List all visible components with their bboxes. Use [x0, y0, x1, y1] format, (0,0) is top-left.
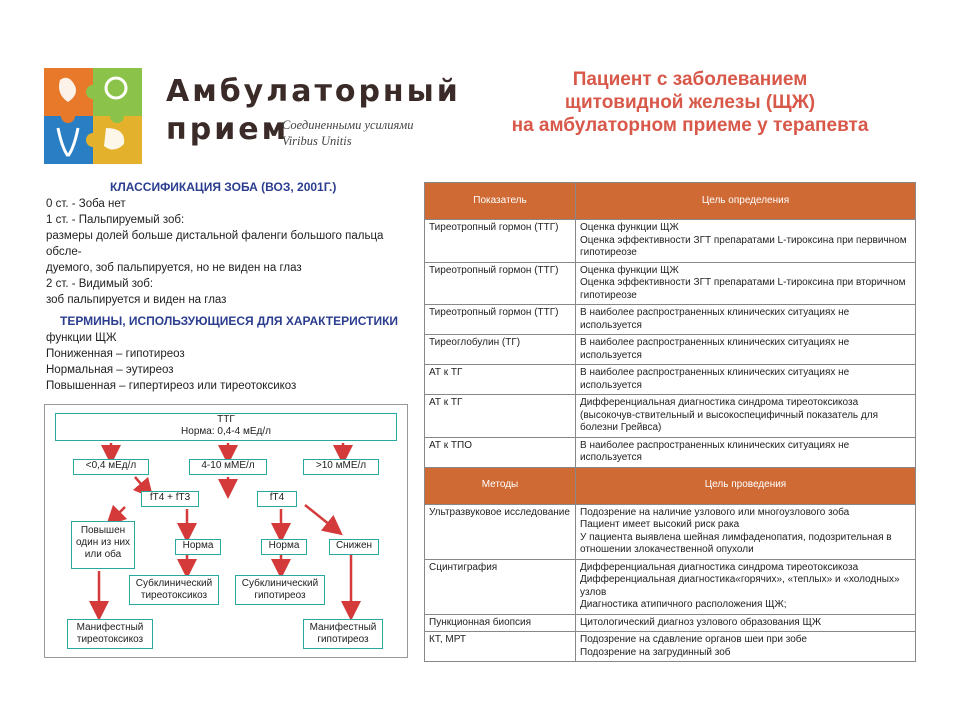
classification-heading: Классификация зоба (ВОЗ, 2001г.) — [110, 180, 337, 194]
table-cell-purpose: Дифференциальная диагностика синдрома ти… — [575, 558, 916, 615]
table-cell-indicator: АТ к ТПО — [424, 436, 576, 468]
classification-line: 0 ст. - Зоба нет — [46, 198, 126, 210]
arrow — [132, 476, 154, 499]
table-cell-purpose: Оценка функции ЩЖ Оценка эффективности З… — [575, 261, 916, 305]
table-cell-indicator: Тиреотропный гормон (ТТГ) — [424, 261, 576, 305]
table-cell-purpose: В наиболее распространенных клинических … — [575, 334, 916, 365]
slide-title-line: Пациент с заболеванием — [572, 69, 808, 90]
ft4-box: fT4 — [257, 491, 297, 507]
flowchart-arrows — [89, 443, 361, 621]
table-cell-indicator: Ультразвуковое исследование — [424, 503, 576, 560]
ft4-ft3-box: fT4 + fT3 — [141, 491, 199, 507]
table-cell-purpose: Подозрение на сдавление органов шеи при … — [575, 631, 916, 662]
slide-title-line: щитовидной железы (ЩЖ) — [564, 92, 816, 113]
norma-range-label: Норма: 0,4-4 мЕд/л — [181, 426, 271, 437]
manifest-hypothyroidism-box: Манифестный гипотиреоз — [303, 619, 383, 649]
logo-title-line2: прием — [166, 112, 290, 147]
table-cell-indicator: Тиреоглобулин (ТГ) — [424, 334, 576, 365]
norma-box-1: Норма — [175, 539, 221, 555]
table-cell-indicator: Сцинтиграфия — [424, 558, 576, 615]
mid-ttg-box: 4-10 мМЕ/л — [189, 459, 267, 475]
table-header-cell: Показатель — [424, 182, 576, 220]
table-header-cell: Методы — [424, 466, 576, 505]
classification-line: 2 ст. - Видимый зоб: — [46, 278, 154, 290]
subclinical-thyrotoxicosis-box: Субклинический тиреотоксикоз — [129, 575, 219, 605]
classification-text: 0 ст. - Зоба нет 1 ст. - Пальпируемый зо… — [46, 196, 406, 308]
ttg-label: ТТГ — [217, 414, 235, 425]
terms-line: Нормальная – эутиреоз — [46, 364, 174, 376]
slide-title-line: на амбулаторном приеме у терапевта — [511, 115, 869, 136]
terms-line: Повышенная – гипертиреоз или тиреотоксик… — [46, 380, 297, 392]
terms-line: Пониженная – гипотиреоз — [46, 348, 185, 360]
ttg-flowchart: ТТГ Норма: 0,4-4 мЕд/л <0,4 мЕд/л 4-10 м… — [44, 404, 408, 658]
table-row: Тиреотропный гормон (ТТГ)В наиболее расп… — [424, 304, 916, 335]
table-cell-purpose: Дифференциальная диагностика синдрома ти… — [575, 394, 916, 438]
table-row: Тиреоглобулин (ТГ)В наиболее распростран… — [424, 334, 916, 365]
table-cell-purpose: В наиболее распространенных клинических … — [575, 436, 916, 468]
low-ttg-box: <0,4 мЕд/л — [73, 459, 149, 475]
reduced-box: Снижен — [329, 539, 379, 555]
terms-line: функции ЩЖ — [46, 332, 117, 344]
table-header-cell: Цель проведения — [575, 466, 916, 505]
classification-line: дуемого, зоб пальпируется, но не виден н… — [46, 262, 302, 274]
arrow — [304, 504, 343, 536]
table-cell-indicator: АТ к ТГ — [424, 364, 576, 395]
table-cell-indicator: Тиреотропный гормон (ТТГ) — [424, 304, 576, 335]
subclinical-hypothyroidism-box: Субклинический гипотиреоз — [235, 575, 325, 605]
table-row: Тиреотропный гормон (ТТГ)Оценка функции … — [424, 219, 916, 263]
table-header-cell: Цель определения — [575, 182, 916, 220]
slide-title: Пациент с заболеванием щитовидной железы… — [440, 68, 940, 137]
table-cell-purpose: Цитологический диагноз узлового образова… — [575, 613, 916, 632]
table-cell-purpose: В наиболее распространенных клинических … — [575, 364, 916, 395]
table-cell-purpose: Подозрение на наличие узлового или много… — [575, 503, 916, 560]
terms-heading: Термины, использующиеся для характеристи… — [60, 314, 399, 328]
arrow — [105, 504, 128, 527]
classification-line: 1 ст. - Пальпируемый зоб: — [46, 214, 185, 226]
terms-text: функции ЩЖ Пониженная – гипотиреоз Норма… — [46, 330, 406, 394]
high-ttg-box: >10 мМЕ/л — [303, 459, 379, 475]
elevated-box: Повышен один из них или оба — [71, 521, 135, 569]
manifest-thyrotoxicosis-box: Манифестный тиреотоксикоз — [67, 619, 153, 649]
classification-line: зоб пальпируется и виден на глаз — [46, 294, 227, 306]
table-cell-purpose: В наиболее распространенных клинических … — [575, 304, 916, 335]
logo-tagline-latin: Viribus Unitis — [282, 134, 352, 148]
table-cell-indicator: Пункционная биопсия — [424, 613, 576, 632]
table-row: Тиреотропный гормон (ТТГ)Оценка функции … — [424, 261, 916, 305]
table-cell-indicator: АТ к ТГ — [424, 394, 576, 438]
table-cell-indicator: Тиреотропный гормон (ТТГ) — [424, 219, 576, 263]
logo-puzzle-icon — [44, 68, 142, 164]
table-cell-purpose: Оценка функции ЩЖ Оценка эффективности З… — [575, 219, 916, 263]
ttg-box: ТТГ Норма: 0,4-4 мЕд/л — [55, 413, 397, 441]
logo-tagline-ru: Соединенными усилиями — [282, 118, 414, 132]
table-cell-indicator: КТ, МРТ — [424, 631, 576, 662]
logo-title-line1: Амбулаторный — [166, 74, 461, 109]
classification-line: размеры долей больше дистальной фаленги … — [46, 230, 384, 258]
norma-box-2: Норма — [261, 539, 307, 555]
